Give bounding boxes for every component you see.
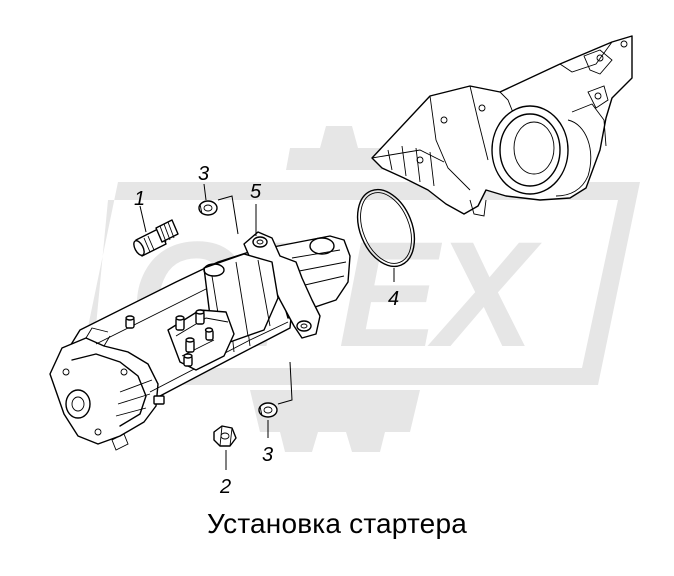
callout-3-upper: 3 [198, 163, 209, 185]
callout-4: 4 [388, 288, 399, 310]
spring-washer-upper [198, 200, 218, 216]
flywheel-housing [371, 35, 633, 217]
stud-bolt [133, 219, 179, 257]
callout-1: 1 [134, 188, 145, 210]
callout-3-lower: 3 [262, 444, 273, 466]
leader-lines [139, 183, 395, 470]
spring-washer-lower [258, 402, 278, 418]
watermark-gear [250, 126, 420, 452]
watermark-band [76, 182, 640, 385]
hex-nut [213, 425, 237, 447]
diagram-caption: Установка стартера [207, 508, 467, 539]
callout-2: 2 [219, 476, 231, 498]
terminal-studs [175, 309, 214, 367]
callout-5: 5 [250, 181, 262, 203]
starter-motor [49, 231, 351, 451]
o-ring [356, 188, 416, 268]
